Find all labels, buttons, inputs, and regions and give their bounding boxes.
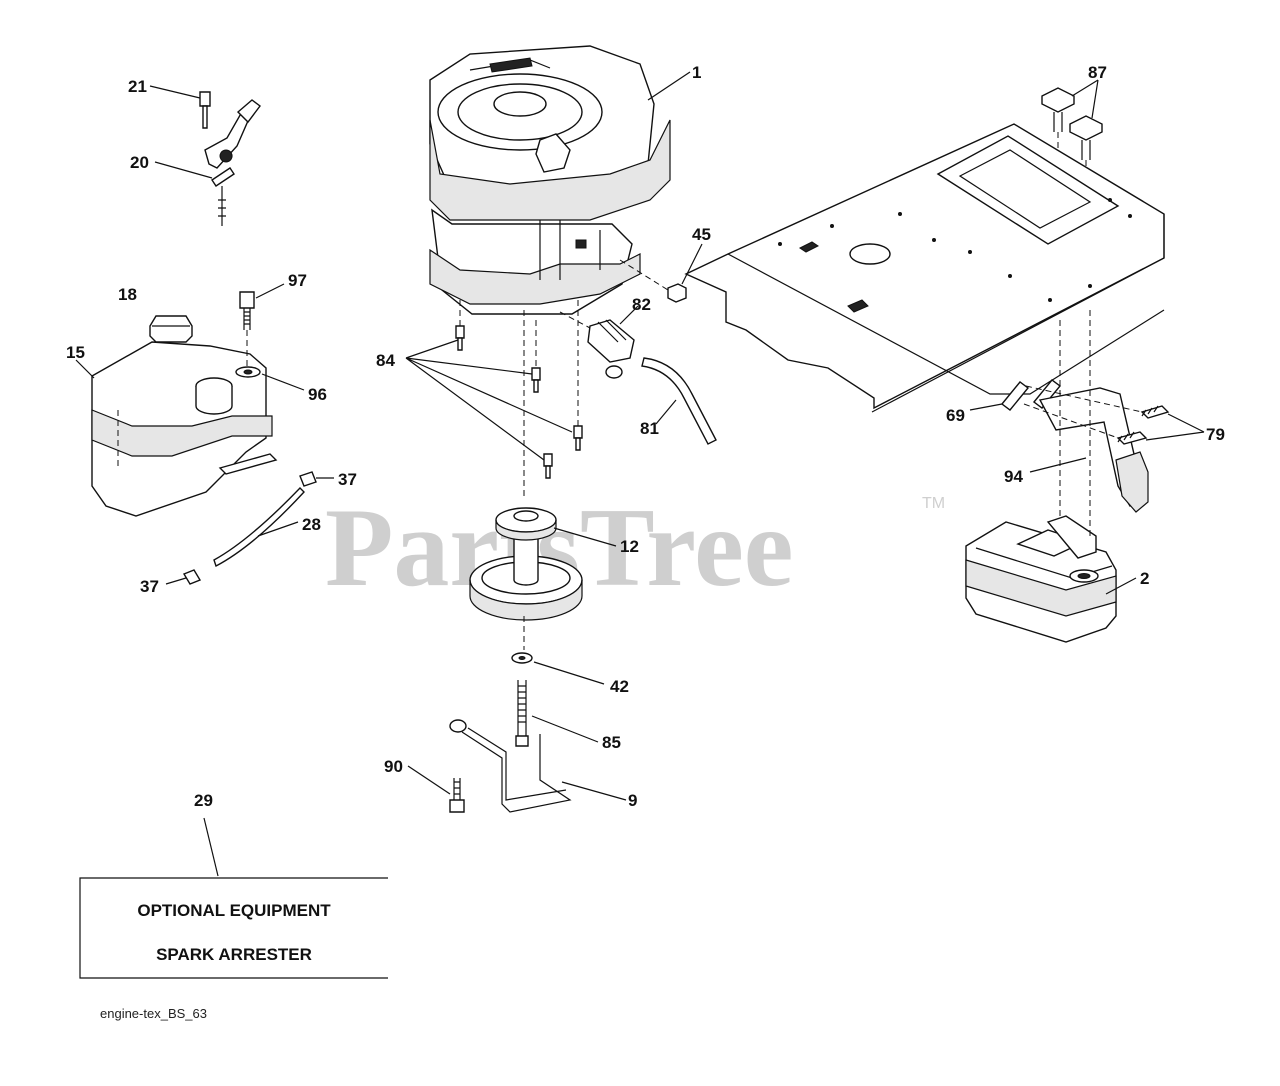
leader-15: [75, 359, 95, 379]
callout-29: 29: [194, 791, 213, 810]
clamp-37-lower: [182, 569, 202, 585]
diagram-caption: engine-tex_BS_63: [100, 1006, 207, 1021]
leader-96: [261, 373, 305, 391]
bolt-85-part: [515, 680, 529, 747]
callout-21: 21: [128, 77, 147, 96]
chassis-frame-part: [684, 123, 1165, 413]
leader-90: [407, 765, 451, 795]
hose-81-part: [641, 357, 717, 445]
spark-arrester-label: SPARK ARRESTER: [156, 945, 312, 964]
callout-1: 1: [692, 63, 701, 82]
leader-1: [647, 71, 691, 101]
callout-28: 28: [302, 515, 321, 534]
callout-81: 81: [640, 419, 659, 438]
optional-equipment-box: [79, 877, 388, 979]
leader-12: [553, 527, 617, 547]
leader-21: [149, 85, 201, 99]
fitting-axis: [559, 311, 591, 329]
callout-37-lower: 37: [140, 577, 159, 596]
fitting-82-part: [587, 319, 635, 379]
leader-45: [681, 243, 703, 285]
washer-96-part: [235, 366, 261, 378]
leader-9: [561, 781, 627, 801]
leader-29: [203, 817, 219, 877]
clamp-37-upper: [299, 471, 317, 487]
bolt-90-part: [449, 778, 465, 813]
exhaust-pipe-94-part: [1038, 387, 1149, 513]
leader-37-lower: [165, 577, 187, 585]
bolt-97-part: [239, 291, 255, 370]
leader-42: [533, 661, 605, 685]
callout-84: 84: [376, 351, 395, 370]
callout-79: 79: [1206, 425, 1225, 444]
leader-85: [531, 715, 599, 743]
leader-2: [1105, 577, 1137, 595]
leader-81: [655, 399, 677, 425]
callout-90: 90: [384, 757, 403, 776]
callout-2: 2: [1140, 569, 1149, 588]
optional-equipment-label: OPTIONAL EQUIPMENT: [137, 901, 331, 920]
callout-96: 96: [308, 385, 327, 404]
leader-28: [257, 521, 299, 537]
callout-45: 45: [692, 225, 711, 244]
engine-part: [429, 45, 671, 315]
leader-87: [1071, 79, 1099, 119]
callout-9: 9: [628, 791, 637, 810]
leader-97: [255, 283, 285, 299]
leader-69: [969, 403, 1003, 411]
engine-bolts-part: [455, 300, 583, 479]
callout-82: 82: [632, 295, 651, 314]
leader-20: [154, 161, 213, 179]
bracket-9-part: [449, 719, 572, 813]
leader-84: [405, 339, 573, 461]
fuel-line-part: [213, 487, 305, 568]
callout-97: 97: [288, 271, 307, 290]
callout-18: 18: [118, 285, 137, 304]
leader-94: [1029, 457, 1087, 473]
washer-42-part: [511, 652, 533, 664]
gas-cap-part: [149, 315, 193, 343]
muffler-part: [965, 310, 1117, 643]
nut-45-part: [667, 283, 687, 303]
callout-20: 20: [130, 153, 149, 172]
callout-12: 12: [620, 537, 639, 556]
callout-85: 85: [602, 733, 621, 752]
callout-69: 69: [946, 406, 965, 425]
callout-15: 15: [66, 343, 85, 362]
leader-82: [619, 305, 639, 325]
watermark-trademark: TM: [922, 495, 945, 512]
callout-94: 94: [1004, 467, 1023, 486]
leader-79: [1145, 413, 1205, 441]
bolts-79-part: [1023, 385, 1170, 445]
throttle-control-part: [199, 91, 261, 226]
fuel-tank-part: [91, 341, 278, 517]
callout-87: 87: [1088, 63, 1107, 82]
pulley-part: [469, 507, 583, 621]
callout-42: 42: [610, 677, 629, 696]
callout-37-upper: 37: [338, 470, 357, 489]
